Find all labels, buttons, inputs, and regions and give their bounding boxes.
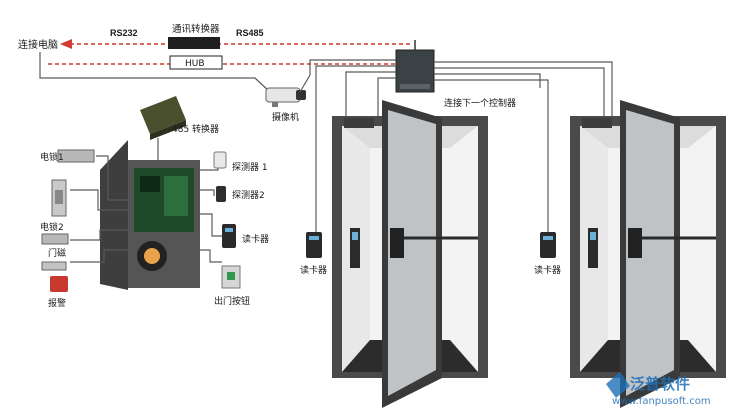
communication-lines (39, 39, 410, 93)
hub-box (169, 55, 223, 70)
reader-door2-label: 读卡器 (534, 264, 561, 276)
hub-label: HUB (185, 59, 205, 69)
reader-door1-label: 读卡器 (300, 264, 327, 276)
watermark-logo-icon (606, 372, 630, 398)
exit-button-icon (221, 265, 241, 289)
watermark-brand: 泛普软件 (630, 375, 690, 393)
network-controller (395, 40, 435, 93)
detector1-icon (213, 151, 227, 169)
lock2-icon (41, 233, 69, 245)
reader-door2-icon (540, 232, 556, 258)
detector2-label: 探测器2 (232, 189, 265, 201)
detector1-label: 探测器 1 (232, 161, 268, 173)
converter-485-label: 485 转换器 (172, 123, 219, 135)
door-2 (570, 100, 726, 408)
rs232-label: RS232 (110, 28, 138, 38)
converter-device (168, 37, 220, 49)
door-sensor-label: 门磁 (48, 247, 66, 259)
next-controller-label: 连接下一个控制器 (444, 97, 516, 109)
detector2-icon (216, 186, 226, 202)
rs485-label: RS485 (236, 28, 264, 38)
watermark-url: www.fanpusoft.com (612, 396, 711, 407)
arrow-left-icon (60, 39, 72, 49)
panel-wires (70, 138, 222, 263)
lock1-icon (57, 149, 95, 163)
camera-label: 摄像机 (272, 111, 299, 123)
alarm-icon (50, 276, 68, 292)
door-wires (299, 59, 613, 232)
lock2-label: 电锁2 (40, 221, 64, 233)
reader-panel-icon (222, 224, 236, 248)
exit-button-label: 出门按钮 (214, 295, 250, 307)
door-1 (332, 100, 488, 408)
alarm-label: 报警 (48, 297, 66, 309)
door-sensor-icon (41, 261, 67, 271)
reader-panel-label: 读卡器 (242, 233, 269, 245)
lock1-label: 电锁1 (40, 151, 64, 163)
pc-label: 连接电脑 (18, 38, 58, 51)
camera-icon (265, 87, 306, 107)
control-panel (100, 140, 200, 290)
converter-485-device (140, 96, 186, 140)
strike-lock-icon (51, 179, 67, 217)
converter-label: 通讯转换器 (172, 23, 220, 35)
reader-door1-icon (306, 232, 322, 258)
